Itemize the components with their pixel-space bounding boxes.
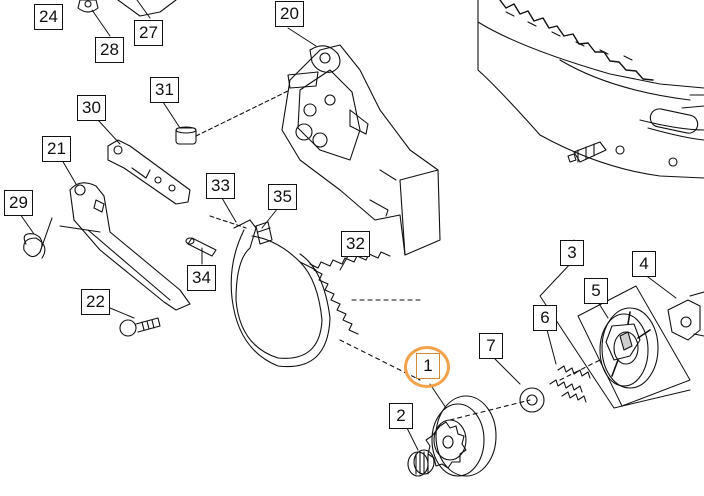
callout-5[interactable]: 5 (584, 278, 608, 304)
screw-22-drawing (119, 317, 161, 337)
callout-34[interactable]: 34 (187, 265, 216, 291)
top-left-fasteners (77, 0, 177, 17)
chain-brake-lever-drawing (59, 182, 191, 311)
callout-28[interactable]: 28 (95, 37, 124, 63)
chain-tensioner-drawing (107, 139, 191, 205)
callout-6[interactable]: 6 (533, 305, 557, 331)
callout-35[interactable]: 35 (268, 184, 297, 210)
callout-4[interactable]: 4 (632, 251, 656, 277)
clutch-hub-drawing (667, 291, 704, 341)
spring-29-drawing (23, 217, 53, 259)
callout-30[interactable]: 30 (77, 95, 106, 121)
washer-drawing (519, 387, 545, 413)
spacer-drawing (175, 89, 291, 145)
callout-3[interactable]: 3 (560, 240, 584, 266)
leader-lines (19, 0, 691, 451)
needle-bearing-drawing (407, 449, 435, 477)
callout-22[interactable]: 22 (81, 289, 110, 315)
pin-34-drawing (185, 237, 217, 257)
brake-band-drawing (209, 215, 331, 368)
callout-20[interactable]: 20 (275, 1, 304, 27)
callout-21[interactable]: 21 (42, 136, 71, 162)
callout-29[interactable]: 29 (4, 190, 33, 216)
callout-33[interactable]: 33 (206, 173, 235, 199)
callout-2[interactable]: 2 (389, 403, 413, 429)
callout-1[interactable]: 1 (416, 353, 440, 379)
callout-27[interactable]: 27 (134, 20, 163, 46)
clip-35-drawing (255, 221, 273, 245)
alignment-lines (339, 299, 601, 421)
clutch-cover-drawing (281, 44, 441, 256)
sprocket-drum-drawing (425, 395, 497, 477)
clutch-assembly-drawing (577, 285, 691, 407)
spring-32-drawing (299, 251, 391, 335)
callout-24[interactable]: 24 (34, 4, 63, 30)
clutch-springs-drawing (549, 365, 591, 403)
callout-32[interactable]: 32 (341, 231, 370, 257)
callout-7[interactable]: 7 (479, 333, 503, 359)
callout-31[interactable]: 31 (150, 77, 179, 103)
guide-bar-drawing (477, 0, 704, 179)
